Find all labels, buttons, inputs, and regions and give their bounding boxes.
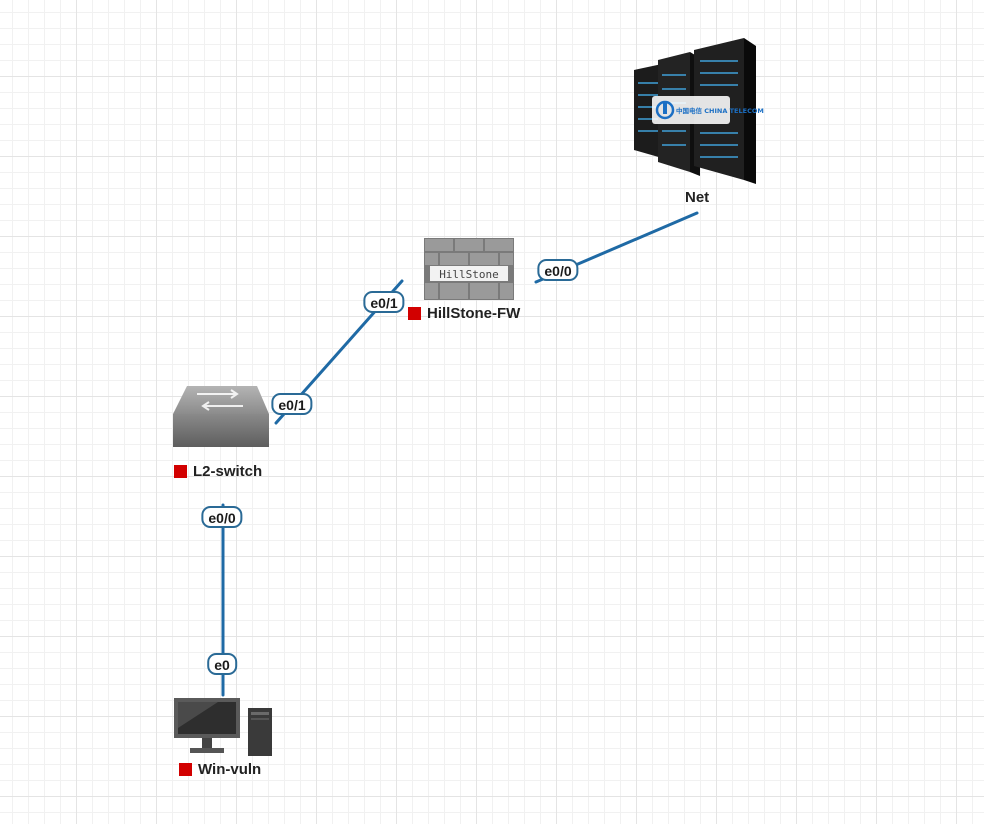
node-pc[interactable] <box>174 698 274 758</box>
node-label-pc: Win-vuln <box>179 761 261 778</box>
node-pc-name: Win-vuln <box>198 761 262 778</box>
switch-icon <box>173 386 269 447</box>
node-label-net: Net <box>685 189 709 206</box>
port-label-firewall-e0-1[interactable]: e0/1 <box>363 291 405 313</box>
status-indicator-pc <box>179 763 192 776</box>
node-label-firewall: HillStone-FW <box>408 305 520 322</box>
node-label-switch: L2-switch <box>174 463 262 480</box>
cloud-server-rack-icon: 中国电信 CHINA TELECOM <box>634 38 764 184</box>
node-firewall[interactable]: HillStone <box>424 238 514 300</box>
port-label-switch-e0-0[interactable]: e0/0 <box>201 506 243 528</box>
port-label-switch-e0-1[interactable]: e0/1 <box>271 393 313 415</box>
firewall-brick-icon: HillStone <box>424 238 514 300</box>
node-net[interactable]: 中国电信 CHINA TELECOM <box>632 38 764 184</box>
node-firewall-name: HillStone-FW <box>427 305 521 322</box>
status-indicator-switch <box>174 465 187 478</box>
status-indicator-firewall <box>408 307 421 320</box>
node-switch[interactable] <box>173 384 269 448</box>
firewall-badge-text: HillStone <box>439 268 499 281</box>
port-label-pc-e0[interactable]: e0 <box>207 653 237 675</box>
node-switch-name: L2-switch <box>193 463 263 480</box>
net-badge-text: 中国电信 CHINA TELECOM <box>676 106 764 115</box>
node-net-name: Net <box>685 189 710 206</box>
desktop-computer-icon <box>174 698 272 756</box>
port-label-firewall-e0-0[interactable]: e0/0 <box>537 259 579 281</box>
